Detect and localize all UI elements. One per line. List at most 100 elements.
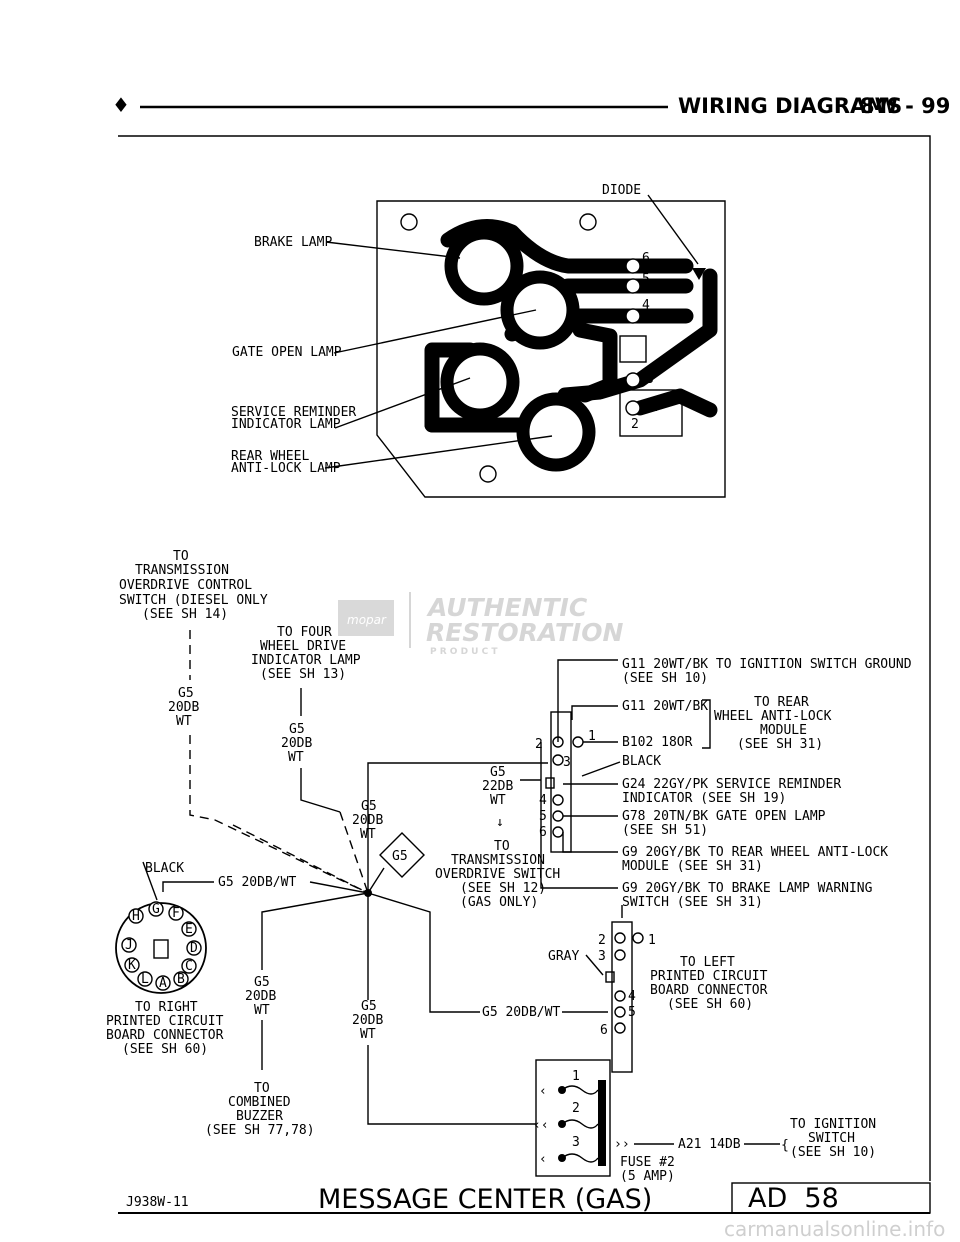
connector-pin (552, 810, 564, 822)
leader-line (581, 761, 621, 777)
note-line: MODULE (760, 723, 807, 738)
board-pin (625, 372, 641, 388)
wire-label: G5 (361, 999, 377, 1014)
fuse-element (561, 1085, 599, 1095)
board-trace (632, 388, 718, 418)
wire (309, 881, 369, 894)
label-rear-wheel: ANTI-LOCK LAMP (231, 461, 341, 476)
wire (367, 762, 548, 893)
wire-label: G5 (490, 765, 506, 780)
connector-pin-label: D (190, 941, 198, 956)
leader-line (325, 241, 461, 259)
note-line: TO (173, 549, 189, 564)
fuse-block-body (535, 1059, 611, 1177)
wire (261, 892, 369, 970)
wire-label: INDICATOR (SEE SH 19) (622, 791, 786, 806)
connector-c1: 2 1 3 4 5 6 (535, 711, 596, 853)
label-diode: DIODE (602, 183, 641, 198)
wire (300, 768, 341, 813)
watermark: mopar AUTHENTIC RESTORATION P R O D U C … (338, 592, 623, 657)
note-combined-buzzer: TO COMBINED BUZZER (SEE SH 77,78) (205, 1081, 315, 1138)
note-line: SWITCH (808, 1131, 855, 1146)
label-gray: GRAY (548, 949, 579, 964)
fuse-element (561, 1119, 599, 1129)
footer-box-text: AD 58 (748, 1183, 839, 1214)
wire-label: G5 20DB/WT (482, 1005, 560, 1020)
connector-pin (614, 1006, 626, 1018)
fuse-pin-label: 1 (572, 1069, 580, 1084)
wire-label: G5 (254, 975, 270, 990)
board-trace (572, 322, 618, 403)
fuse-block: 1 2 3 ‹ ‹‹ ‹ (533, 1059, 611, 1177)
lamp-socket-abs (516, 392, 596, 472)
fuse-label: (5 AMP) (620, 1169, 675, 1184)
wire-label: WT (360, 827, 376, 842)
ground-tag (379, 832, 425, 878)
round-connector-pins: H G F E J D K C L A B (121, 901, 202, 991)
note-line: BOARD CONNECTOR (650, 983, 768, 998)
note-line: (SEE SH 10) (790, 1145, 876, 1160)
note-transmission-switch: TO TRANSMISSION OVERDRIVE SWITCH (SEE SH… (435, 839, 560, 910)
connector-pin-label: K (128, 958, 136, 973)
connector-c1-pin-label: 6 (539, 825, 547, 840)
board-outline (376, 200, 726, 498)
wire-label: WT (490, 793, 506, 808)
board-connector-block (619, 335, 647, 363)
footer-title: MESSAGE CENTER (GAS) (318, 1184, 652, 1215)
wire-label: G9 20GY/BK TO REAR WHEEL ANTI-LOCK (622, 845, 888, 860)
leader-line (585, 954, 604, 976)
wire-label: 20DB (245, 989, 276, 1004)
dashed-wire (232, 824, 369, 894)
connector-c1-pin-label: 4 (539, 793, 547, 808)
board-pin (625, 258, 641, 274)
fuse-element (561, 1153, 599, 1163)
round-connector: H G F E J D K C L A B (115, 901, 207, 994)
note-line: (SEE SH 12) (460, 881, 546, 896)
connector-pin (552, 826, 564, 838)
wire (367, 892, 480, 1013)
board-pin (625, 400, 641, 416)
wire-label: G78 20TN/BK GATE OPEN LAMP (622, 809, 826, 824)
connector-pin-label: A (159, 976, 167, 991)
connector-pin (168, 905, 184, 921)
footer-box (731, 1182, 931, 1214)
arrow-glyph: ↓ (496, 815, 504, 830)
note-line: OVERDRIVE CONTROL (119, 578, 252, 593)
leader-line (324, 435, 553, 469)
label-black: BLACK (145, 861, 184, 876)
mount-hole (400, 213, 418, 231)
note-line: SWITCH (DIESEL ONLY (119, 593, 268, 608)
dashed-wire (189, 735, 369, 894)
connector-pin-label: F (172, 906, 180, 921)
note-line: BUZZER (236, 1109, 283, 1124)
board-pin-label: 6 (642, 251, 650, 266)
wire-label: A21 14DB (678, 1137, 741, 1152)
wire-label: 20DB (281, 736, 312, 751)
note-line: (SEE SH 14) (142, 607, 228, 622)
fuse-label: FUSE #2 (620, 1155, 675, 1170)
wire (367, 867, 385, 894)
watermark-line3: P R O D U C T (430, 647, 498, 657)
connector-pin (137, 971, 153, 987)
wire-label: G5 (178, 686, 194, 701)
wire (162, 881, 214, 892)
connector-pin-label: E (185, 922, 193, 937)
note-line: WHEEL ANTI-LOCK (714, 709, 832, 724)
connector-pin (186, 940, 202, 956)
board-pin-label: 2 (631, 417, 639, 432)
terminal-glyph: { (781, 1138, 789, 1153)
note-ignition-switch: TO IGNITION SWITCH (SEE SH 10) (790, 1117, 876, 1160)
wire (540, 742, 618, 889)
wire (367, 1045, 536, 1125)
connector-c2-pin-label: 3 (598, 949, 606, 964)
connector-pin-label: C (185, 959, 193, 974)
wire-label: 22DB (482, 779, 513, 794)
wire (557, 659, 618, 742)
note-line: (SEE SH 31) (737, 737, 823, 752)
wire-label: G5 (361, 799, 377, 814)
wire-label: WT (254, 1003, 270, 1018)
header-title: WIRING DIAGRAMS (678, 94, 902, 118)
wire-label: G9 20GY/BK TO BRAKE LAMP WARNING (622, 881, 873, 896)
fuse-pin-label: 3 (572, 1135, 580, 1150)
connector-c1-pin-label: 3 (563, 755, 571, 770)
